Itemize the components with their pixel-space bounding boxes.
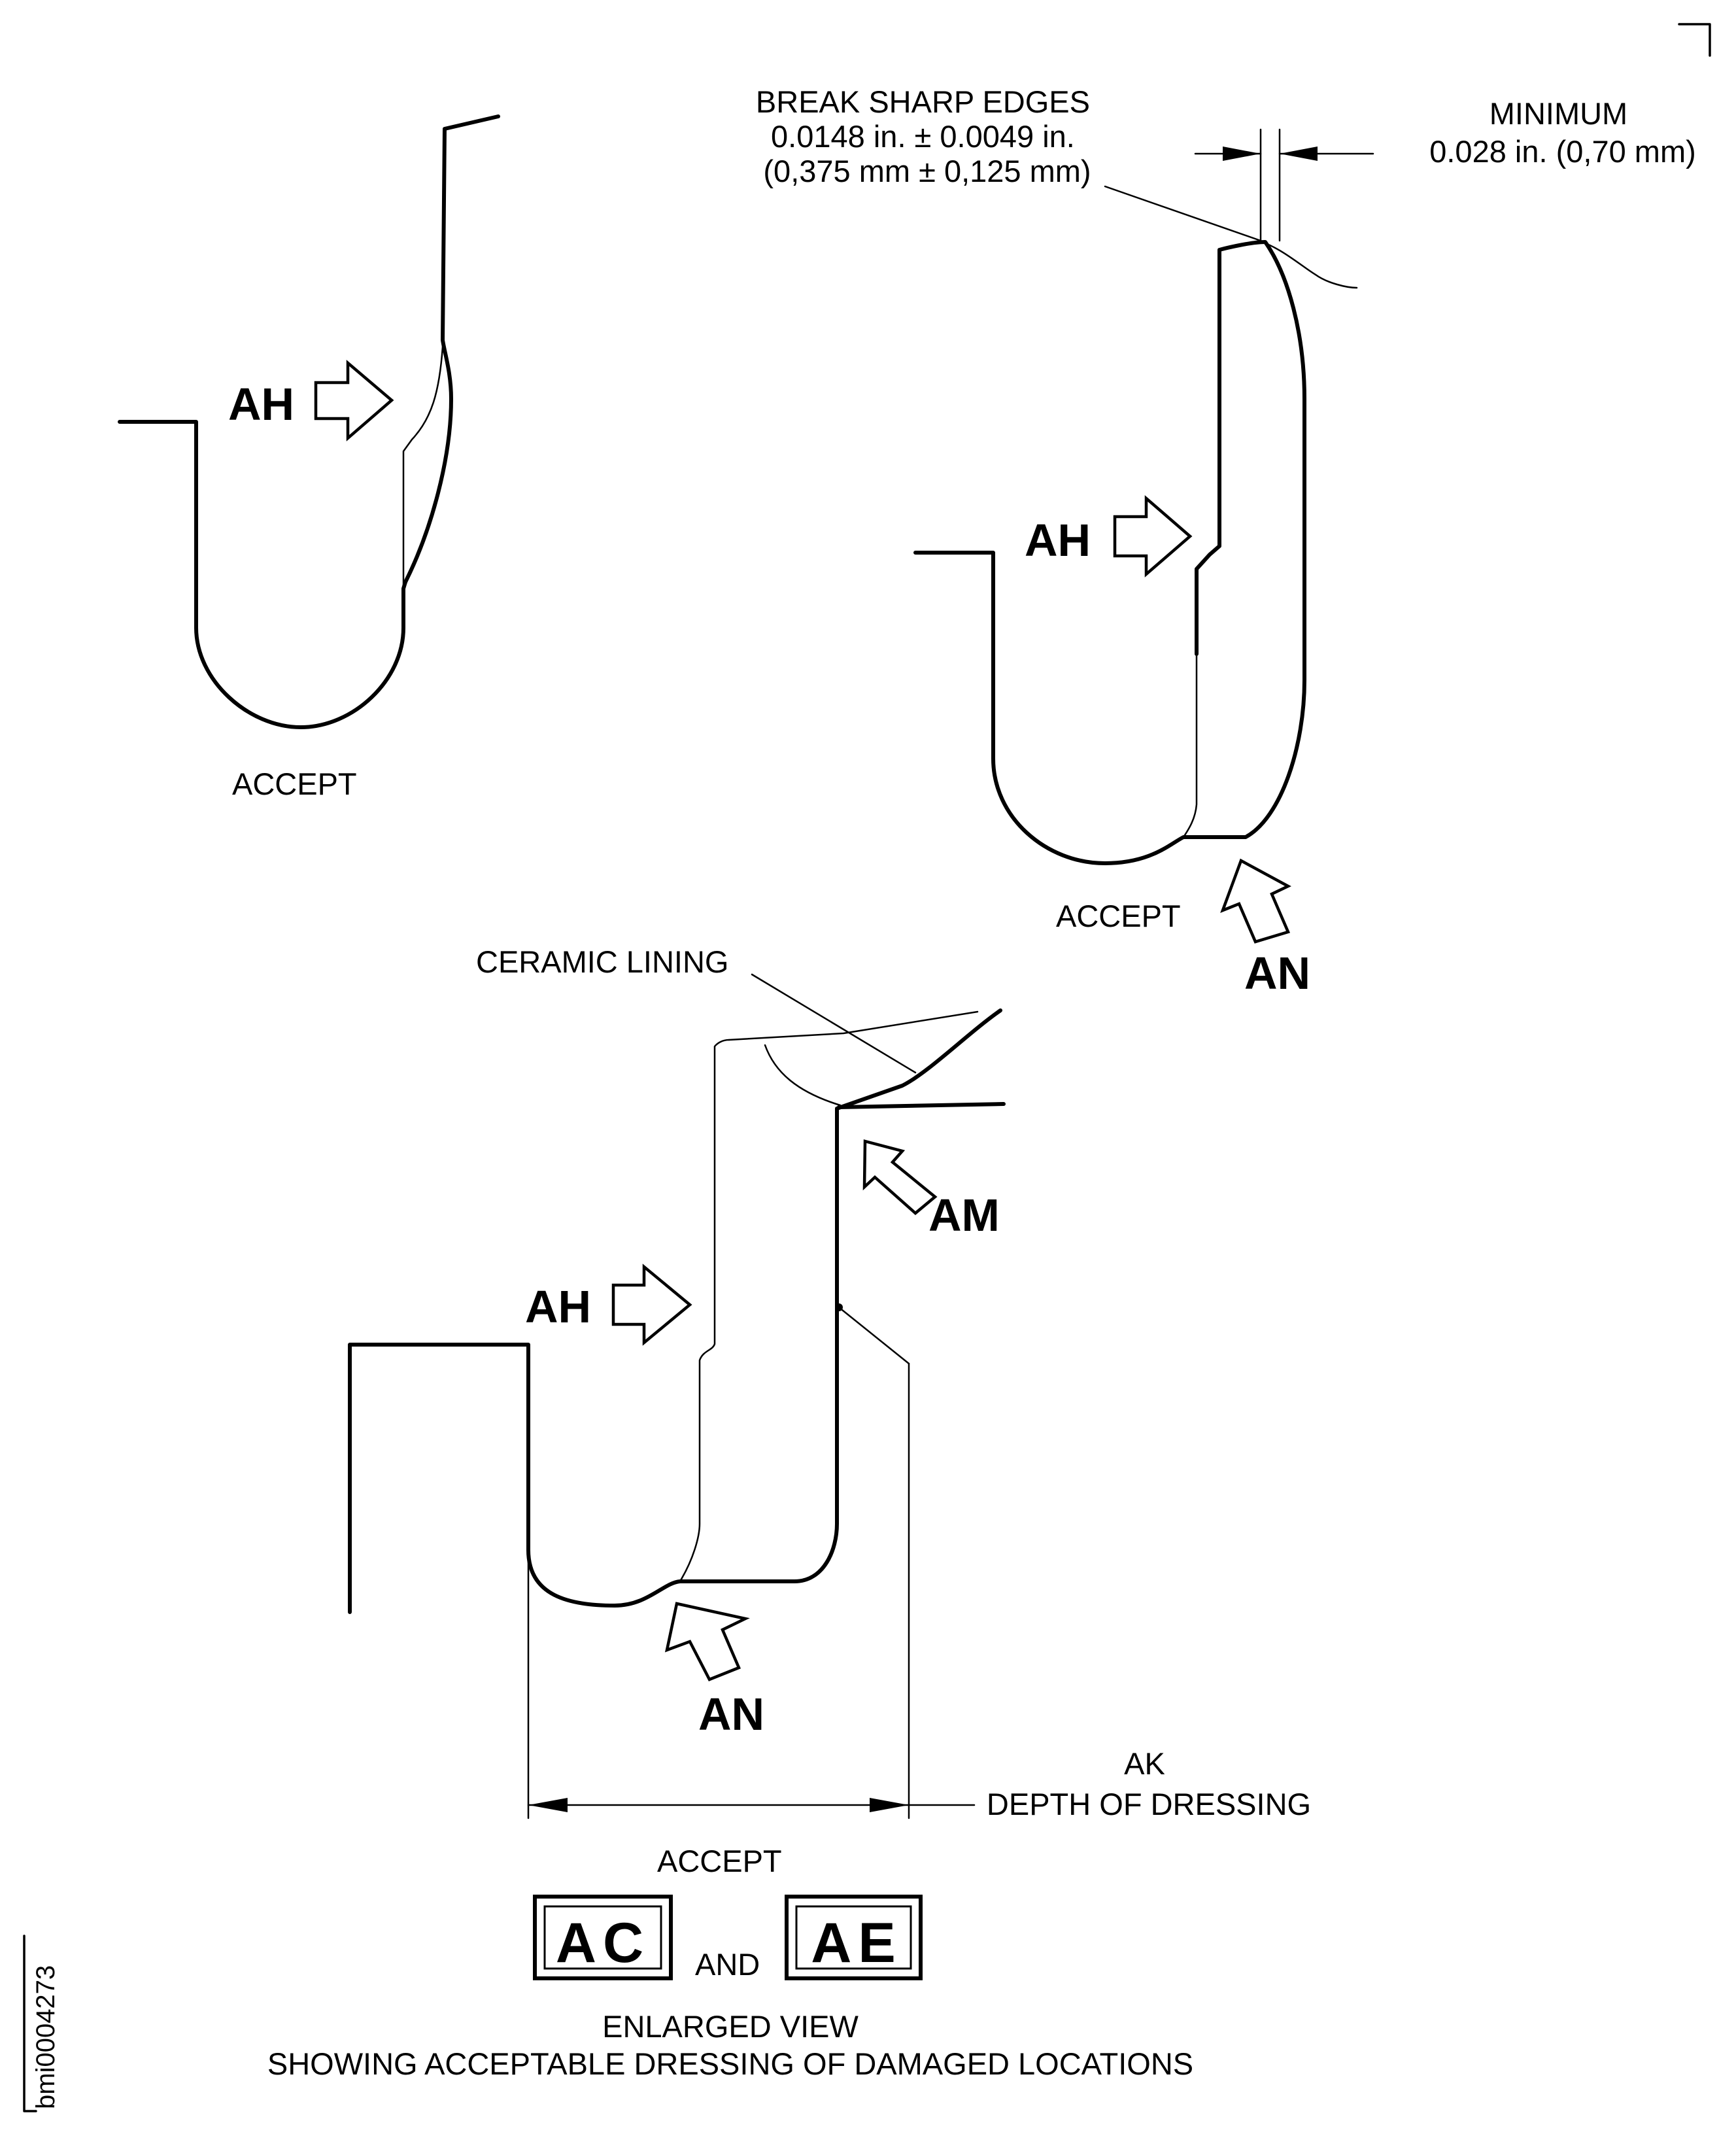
bottom-view: AH AM AN CERAMIC LINING AK DEPTH OF DRES… <box>348 944 1311 1878</box>
ceramic-lining-leader <box>751 973 917 1074</box>
an-callout: AN <box>1244 948 1310 999</box>
depth-point <box>835 1303 843 1311</box>
and-label: AND <box>695 1947 760 1982</box>
ac-box-label: AC <box>556 1912 650 1974</box>
ah-callout: AH <box>1025 515 1091 566</box>
min-arrowhead-left <box>1223 146 1261 161</box>
ah-arrow-icon <box>611 1264 692 1346</box>
an-arrow-icon <box>664 1602 750 1681</box>
figure-id: bmi0004273 <box>31 1965 60 2109</box>
accept-caption: ACCEPT <box>657 1844 782 1878</box>
ah-arrow-icon <box>314 360 394 441</box>
ah-arrow-icon <box>1113 495 1193 577</box>
footer-subtitle: SHOWING ACCEPTABLE DRESSING OF DAMAGED L… <box>267 2046 1193 2081</box>
figure-id-mark <box>23 1935 37 2112</box>
dressed-wall-left <box>679 1039 730 1583</box>
an-callout: AN <box>698 1689 764 1740</box>
groove-profile <box>913 240 1306 865</box>
am-arrow-icon <box>862 1139 938 1215</box>
lining-top-edge <box>728 1010 979 1041</box>
ae-box-outer <box>785 1895 923 1980</box>
ac-box-inner <box>543 1905 662 1970</box>
break-edges-note: BREAK SHARP EDGES 0.0148 in. ± 0.0049 in… <box>756 84 1098 188</box>
ceramic-lining-label: CERAMIC LINING <box>476 944 729 979</box>
accept-caption: ACCEPT <box>232 766 357 801</box>
corner-mark <box>1678 23 1711 57</box>
an-arrow-icon <box>1220 858 1291 944</box>
break-edge-arc <box>1261 241 1358 289</box>
break-edge-arc <box>764 1044 842 1107</box>
dressed-edge-line <box>1182 568 1198 838</box>
depth-of-dressing-label: AK DEPTH OF DRESSING <box>987 1746 1311 1821</box>
dressed-wall <box>403 114 500 584</box>
groove-profile <box>118 420 407 729</box>
min-arrowhead-right <box>1280 146 1318 161</box>
break-edges-leader <box>1104 185 1262 242</box>
depth-arrowhead-right <box>870 1798 909 1812</box>
top-right-view: AH AN ACCEPT BREAK SHARP EDGES 0.0148 in… <box>756 84 1696 999</box>
ah-callout: AH <box>525 1281 591 1332</box>
ac-box-outer <box>533 1895 673 1980</box>
minimum-note: MINIMUM 0.028 in. (0,70 mm) <box>1429 96 1696 169</box>
accept-caption: ACCEPT <box>1056 899 1181 933</box>
depth-arrowhead-left <box>528 1798 568 1812</box>
ah-callout: AH <box>228 379 294 430</box>
dressed-edge-line <box>402 345 444 590</box>
reference-boxes: AC AND AE <box>533 1895 923 1982</box>
top-left-view: AH ACCEPT <box>118 114 500 801</box>
footer-title: ENLARGED VIEW <box>602 2009 859 2044</box>
ae-box-inner <box>795 1905 912 1970</box>
lining-surface <box>837 1102 1006 1109</box>
depth-leader <box>838 1306 910 1365</box>
am-callout: AM <box>928 1190 1000 1241</box>
ae-box-label: AE <box>811 1912 902 1974</box>
